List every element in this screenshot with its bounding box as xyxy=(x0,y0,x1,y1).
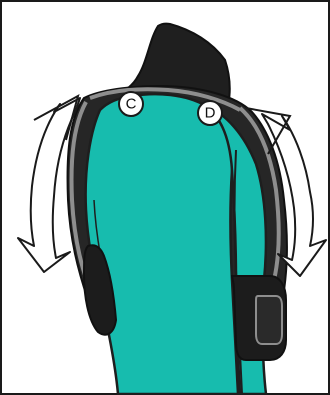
label-c-marker: C xyxy=(119,92,143,116)
label-c-text: C xyxy=(126,96,137,113)
brace-pad-right-inset xyxy=(256,296,282,344)
label-d-marker: D xyxy=(198,101,222,125)
label-d-text: D xyxy=(205,105,216,122)
